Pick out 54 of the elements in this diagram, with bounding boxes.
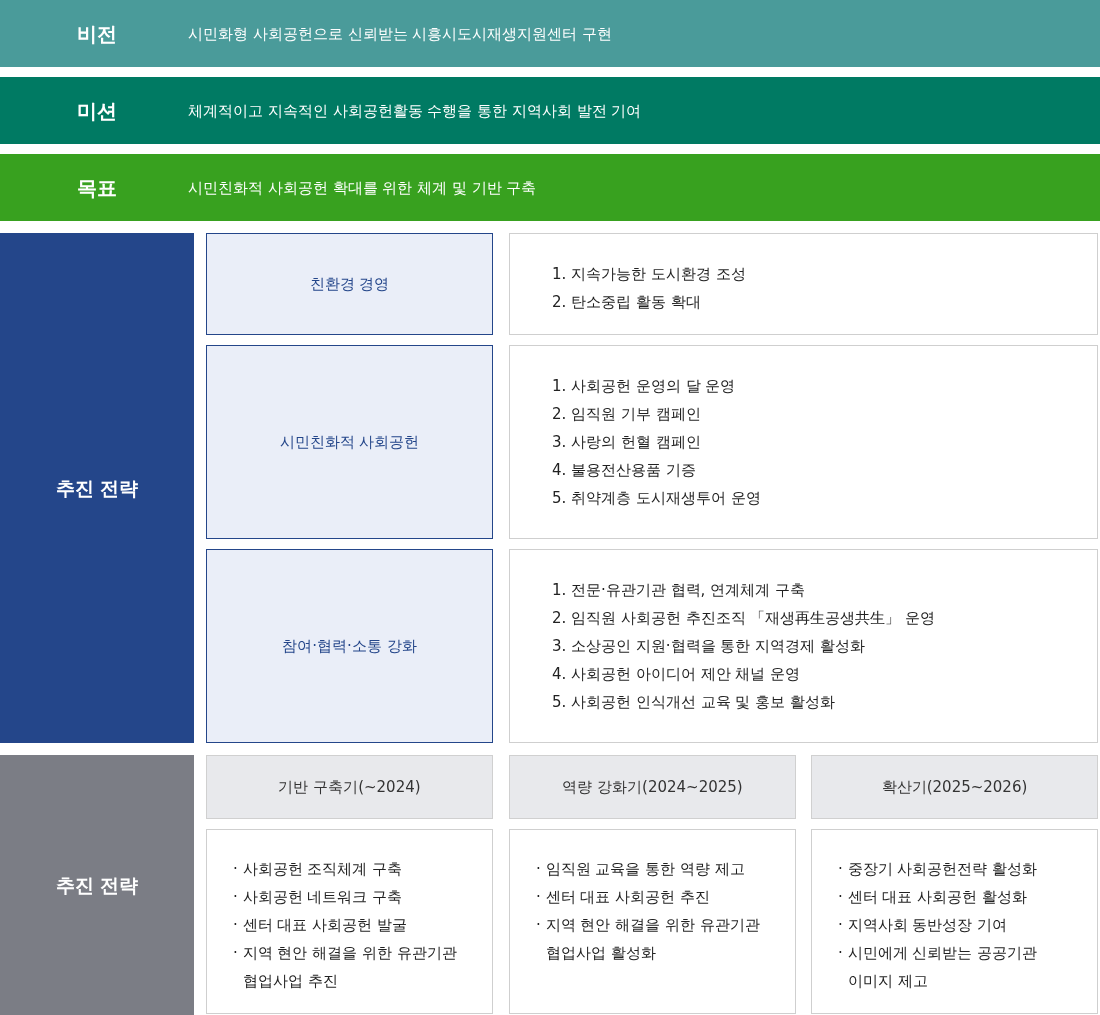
section-column — [0, 233, 194, 743]
strategy-label: 친환경 경영 — [309, 275, 390, 293]
list-item: 4. 사회공헌 아이디어 제안 채널 운영 — [552, 664, 802, 685]
list-item: · 중장기 사회공헌전략 활성화 — [838, 859, 1039, 880]
list-item: · 지역 현안 해결을 위한 유관기관 협업사업 활성화 — [536, 915, 761, 964]
list-item: · 사회공헌 조직체계 구축 — [233, 859, 404, 880]
band-statement: 시민친화적 사회공헌 확대를 위한 체계 및 기반 구축 — [188, 177, 537, 199]
band-statement: 체계적이고 지속적인 사회공헌활동 수행을 통한 지역사회 발전 기여 — [188, 100, 642, 122]
list-item: 5. 사회공헌 인식개선 교육 및 홍보 활성화 — [552, 692, 836, 713]
list-item: · 지역사회 동반성장 기여 — [838, 915, 1009, 936]
list-item: 5. 취약계층 도시재생투어 운영 — [552, 488, 762, 509]
phase-header — [509, 755, 796, 819]
list-card — [509, 233, 1098, 335]
list-item: · 사회공헌 네트워크 구축 — [233, 887, 404, 908]
phase-label: 역량 강화기(2024~2025) — [562, 778, 743, 796]
list-item: · 지역 현안 해결을 위한 유관기관 협업사업 추진 — [233, 943, 458, 992]
phase-header — [206, 755, 493, 819]
phase-header — [811, 755, 1098, 819]
strategy-box — [206, 345, 493, 539]
list-item: · 센터 대표 사회공헌 활성화 — [838, 887, 1028, 908]
banner-band — [0, 0, 1100, 67]
banner-band — [0, 154, 1100, 221]
section-heading: 추진 전략 — [55, 477, 139, 499]
list-card — [509, 829, 796, 1014]
list-item: · 센터 대표 사회공헌 발굴 — [233, 915, 408, 936]
list-item: 2. 임직원 기부 캠페인 — [552, 404, 702, 425]
list-card — [509, 549, 1098, 743]
list-item: 2. 임직원 사회공헌 추진조직 「재생再生공생共生」 운영 — [552, 608, 937, 629]
strategy-label: 시민친화적 사회공헌 — [279, 433, 420, 451]
list-item: · 임직원 교육을 통한 역량 제고 — [536, 859, 746, 880]
banner-band — [0, 77, 1100, 144]
section-column — [0, 755, 194, 1015]
strategy-box — [206, 233, 493, 335]
list-item: 1. 전문·유관기관 협력, 연계체계 구축 — [552, 580, 806, 601]
list-item: · 시민에게 신뢰받는 공공기관 이미지 제고 — [838, 943, 1039, 992]
list-item: 3. 사랑의 헌혈 캠페인 — [552, 432, 702, 453]
section-heading: 추진 전략 — [55, 874, 139, 896]
list-item: 3. 소상공인 지원·협력을 통한 지역경제 활성화 — [552, 636, 866, 657]
band-heading: 비전 — [76, 20, 118, 48]
phase-label: 기반 구축기(~2024) — [278, 778, 421, 796]
band-heading: 목표 — [76, 174, 118, 202]
list-card — [509, 345, 1098, 539]
list-item: 2. 탄소중립 활동 확대 — [552, 292, 702, 313]
list-item: 1. 지속가능한 도시환경 조성 — [552, 264, 747, 285]
phase-label: 확산기(2025~2026) — [881, 778, 1028, 796]
strategy-box — [206, 549, 493, 743]
list-item: · 센터 대표 사회공헌 추진 — [536, 887, 711, 908]
band-heading: 미션 — [76, 97, 118, 125]
strategy-label: 참여·협력·소통 강화 — [282, 637, 417, 655]
band-statement: 시민화형 사회공헌으로 신뢰받는 시흥시도시재생지원센터 구현 — [188, 23, 613, 45]
list-item: 1. 사회공헌 운영의 달 운영 — [552, 376, 737, 397]
list-item: 4. 불용전산용품 기증 — [552, 460, 697, 481]
list-card — [811, 829, 1098, 1014]
list-card — [206, 829, 493, 1014]
